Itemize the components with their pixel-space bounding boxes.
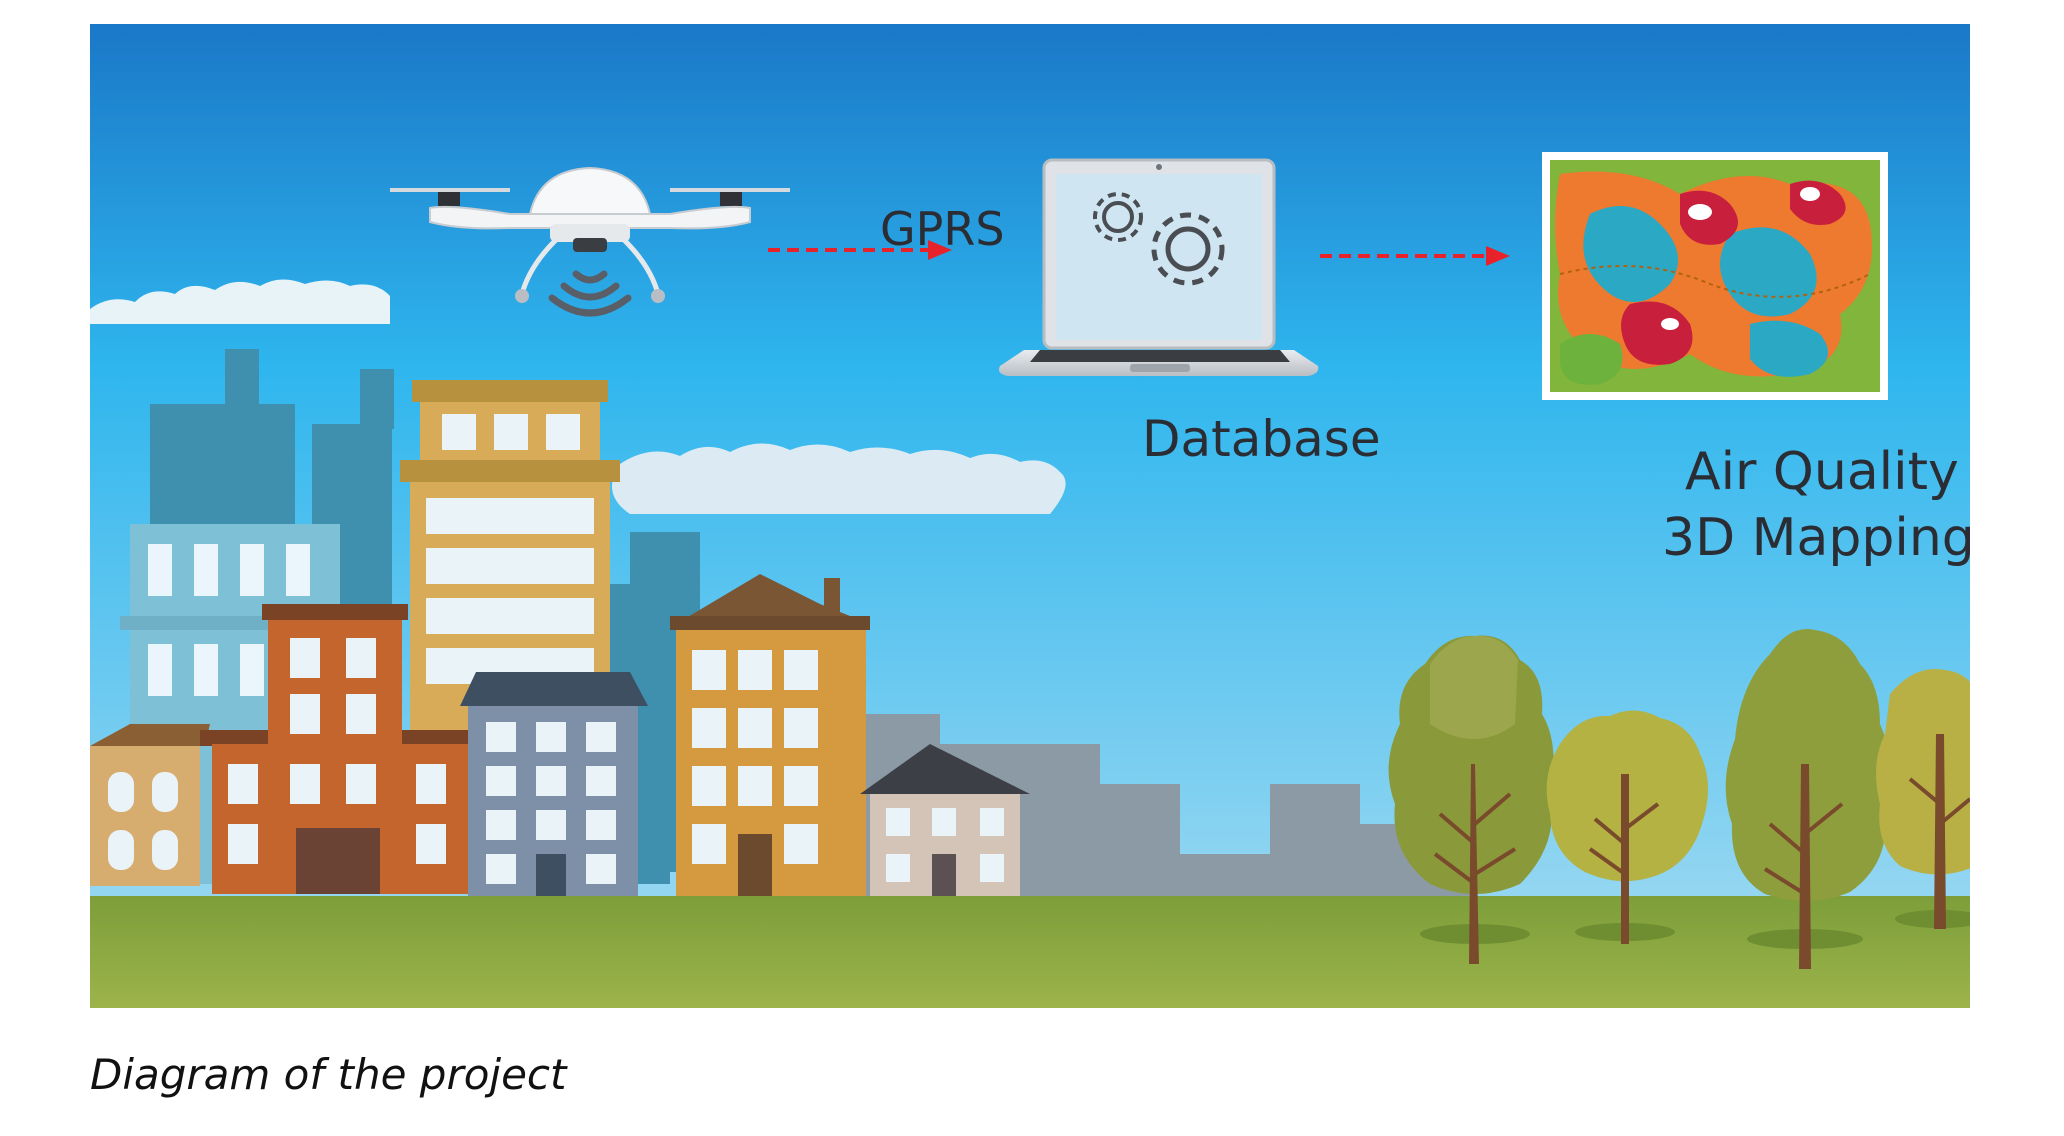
laptop (999, 158, 1319, 376)
air-quality-map (1542, 152, 1888, 400)
arrow-gprs (768, 240, 952, 260)
mapping-label-line1: Air Quality (1685, 442, 1959, 502)
orange-building (200, 604, 580, 894)
gprs-label: GPRS (880, 202, 1005, 256)
drone (390, 166, 790, 317)
tree-2 (1546, 710, 1709, 944)
cloud-center (612, 443, 1066, 514)
cloud-left (90, 279, 390, 324)
gear-icon-small (1093, 192, 1143, 242)
diagram-scene: GPRS Database Air Quality 3D Mapping (90, 24, 1970, 1008)
arrow-mapping (1320, 246, 1510, 266)
small-tan-house (90, 724, 210, 886)
database-label: Database (1142, 410, 1381, 468)
mapping-label-line2: 3D Mapping (1662, 508, 1970, 568)
grey-blue-building (460, 672, 648, 896)
tree-1 (1388, 635, 1554, 964)
mustard-building (670, 574, 870, 896)
diagram-illustration (90, 24, 1970, 1008)
tree-4 (1876, 669, 1970, 929)
tree-3 (1725, 629, 1891, 969)
ground (90, 896, 1970, 1008)
gear-icon-large (1151, 212, 1225, 286)
small-beige-house (860, 744, 1030, 896)
figure-caption: Diagram of the project (90, 1050, 567, 1099)
